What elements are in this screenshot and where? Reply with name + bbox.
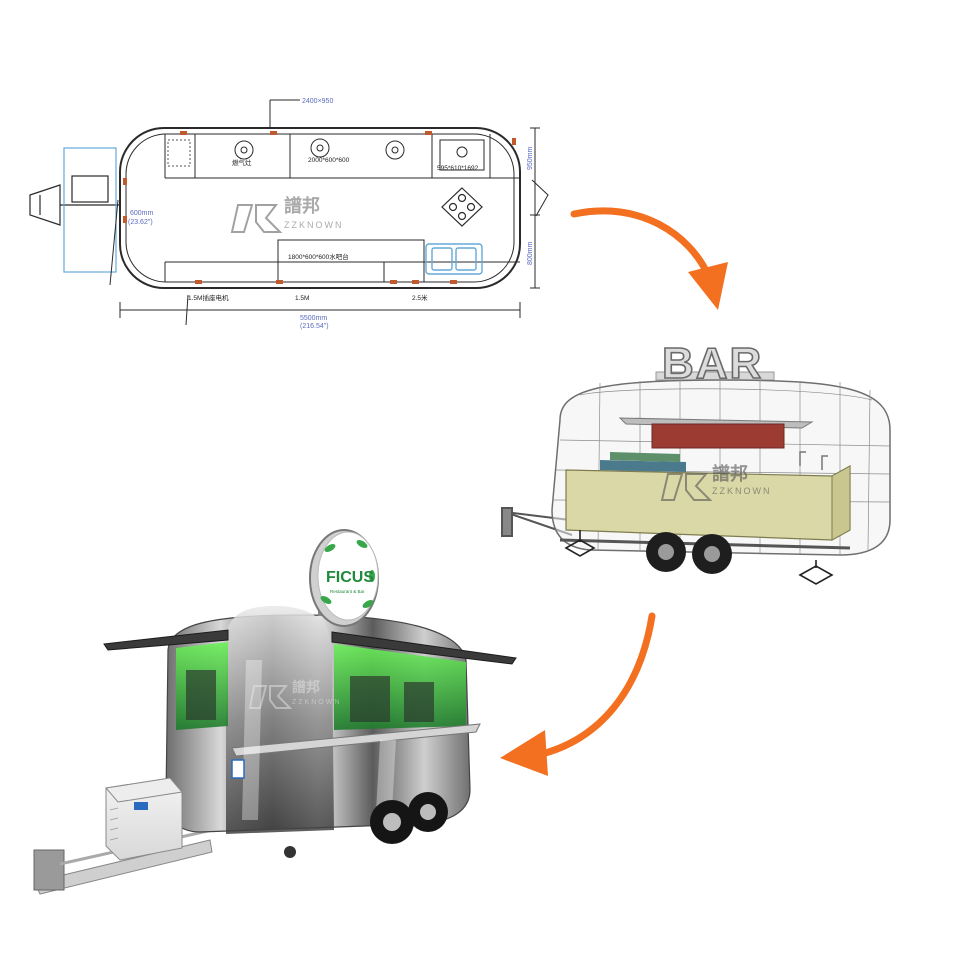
photo-jack-wheel: [284, 846, 296, 858]
plan-dim-right-top: 950mm: [527, 146, 534, 170]
render-wheels: [646, 532, 732, 574]
plan-burners: [234, 138, 485, 171]
svg-text:譜邦: 譜邦: [712, 463, 748, 484]
svg-text:ZZKNOWN: ZZKNOWN: [292, 699, 341, 706]
plan-door: [531, 179, 549, 217]
svg-text:ZZKNOWN: ZZKNOWN: [712, 486, 772, 496]
arrow-plan-to-render: [570, 207, 728, 310]
plan-table-diamond: [441, 187, 483, 227]
svg-text:譜邦: 譜邦: [292, 679, 320, 695]
watermark-photo: 譜邦 ZZKNOWN: [248, 679, 341, 709]
plan-dim-left-inch: (23.62"): [128, 219, 153, 226]
plan-outlets: [123, 131, 516, 284]
plan-sink: [425, 243, 483, 275]
photo-window-interior: [186, 670, 434, 722]
photo-ac-unit: [105, 777, 183, 861]
plan-dim-right-lines: [530, 127, 540, 289]
watermark-plan: 譜邦 ZZKNOWN: [230, 195, 344, 233]
sign-main-text: FICUS: [326, 569, 374, 586]
plan-label-mid: 1.5M: [295, 295, 309, 302]
plan-label-right: 2.5米: [412, 293, 428, 302]
photo-ficus-sign: FICUS Restaurant & Bar: [309, 529, 379, 627]
photo-wheels: [370, 792, 448, 844]
watermark-render: 譜邦 ZZKNOWN: [660, 463, 772, 501]
product-photo: FICUS Restaurant & Bar 譜邦 ZZKNOWN: [33, 529, 517, 895]
photo-dome: [226, 605, 334, 834]
plan-label-cabinet: 2000*600*600: [308, 157, 350, 164]
render-back-panel: [651, 423, 785, 449]
plan-label-socket: 1.5M插座电机: [188, 293, 229, 302]
plan-ac-box: [71, 175, 109, 203]
plan-dim-left: 600mm: [130, 210, 154, 217]
plan-dim-top: 2400×950: [302, 98, 333, 105]
plan-bottom-counters: [164, 239, 520, 283]
floor-plan: 燃气灶 2000*600*600 595*610*1692 1800*600*6…: [29, 98, 549, 330]
render-taps: [799, 451, 828, 470]
photo-awning-right: [331, 631, 517, 665]
sign-sub-text: Restaurant & Bar: [330, 589, 365, 594]
sign-leaves: [320, 540, 375, 608]
plan-dim-total: 5500mm: [300, 315, 327, 322]
render-jacks: [564, 530, 834, 585]
plan-body-outline: [119, 127, 521, 289]
plan-label-burner: 燃气灶: [232, 158, 252, 167]
photo-awning-left: [103, 629, 229, 651]
plan-hitch: [29, 184, 120, 226]
plan-top-cabinets: [164, 134, 520, 179]
photo-power-socket: [231, 759, 245, 779]
photo-counter-ledge: [231, 723, 481, 757]
svg-text:譜邦: 譜邦: [284, 195, 320, 216]
render-3d: BAR: [501, 338, 891, 585]
plan-ac-unit: [63, 147, 117, 273]
plan-dim-total-inch: (216.54"): [300, 323, 329, 330]
photo-reflections: [242, 660, 396, 820]
plan-dim-bottom-lines: [119, 294, 521, 326]
plan-label-counter: 1800*600*600水吧台: [288, 252, 349, 261]
render-bar-counter: [565, 452, 851, 541]
plan-label-fridge: 595*610*1692: [437, 165, 479, 172]
svg-text:ZZKNOWN: ZZKNOWN: [284, 220, 344, 230]
plan-dim-right-bottom: 800mm: [527, 241, 534, 265]
arrow-render-to-photo: [500, 612, 656, 776]
